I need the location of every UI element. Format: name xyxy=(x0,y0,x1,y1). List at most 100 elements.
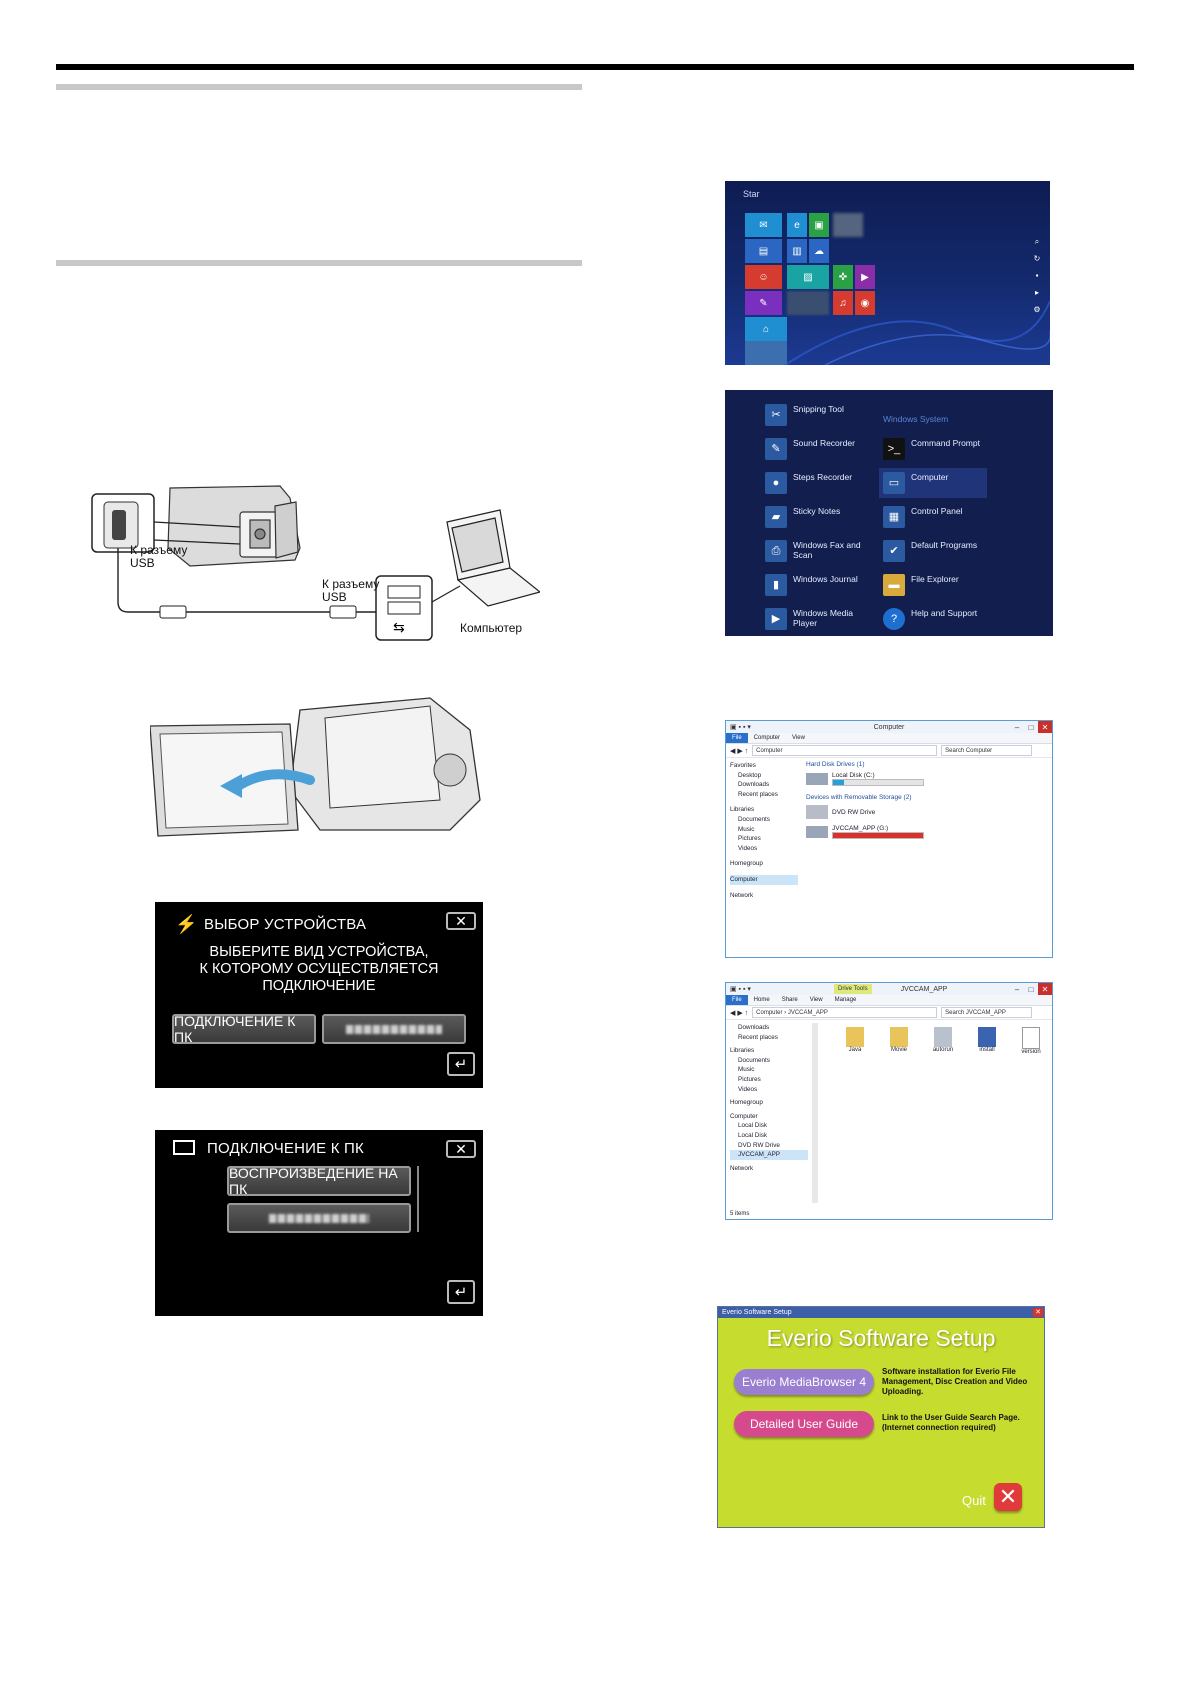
nav-item[interactable]: Homegroup xyxy=(730,1099,763,1107)
close-button[interactable]: ✕ xyxy=(1038,721,1052,733)
nav-item[interactable]: Computer xyxy=(730,1112,758,1120)
quit-label[interactable]: Quit xyxy=(962,1493,986,1508)
close-button[interactable]: ✕ xyxy=(1033,1308,1043,1317)
settings-icon[interactable]: ⚙ xyxy=(1033,305,1041,314)
app-control-panel[interactable]: ▦Control Panel xyxy=(883,506,963,528)
camera-tile[interactable]: ◉ xyxy=(855,291,875,315)
app-file-explorer[interactable]: ▬File Explorer xyxy=(883,574,959,596)
ie-tile[interactable]: e xyxy=(787,213,807,237)
nav-item[interactable]: Desktop xyxy=(738,771,762,779)
file-item[interactable]: autorun xyxy=(928,1027,958,1055)
blurred-tile[interactable] xyxy=(833,213,863,237)
nav-item[interactable]: Libraries xyxy=(730,1047,755,1055)
app-computer[interactable]: ▭Computer xyxy=(883,472,948,494)
drive-local-disk[interactable]: Local Disk (C:) xyxy=(806,772,1046,786)
skydrive-tile[interactable]: ☁ xyxy=(809,239,829,263)
app-default-programs[interactable]: ✔Default Programs xyxy=(883,540,977,562)
app-windows-fax-and-scan[interactable]: ⎙Windows Fax and Scan xyxy=(765,540,863,562)
nav-item[interactable]: Local Disk xyxy=(738,1131,768,1139)
nav-item[interactable]: Favorites xyxy=(730,762,756,769)
address-bar[interactable]: Computer › JVCCAM_APP xyxy=(752,1007,938,1018)
ribbon-tab-share[interactable]: Share xyxy=(781,997,798,1003)
search-icon[interactable]: ⌕ xyxy=(1034,237,1040,246)
playback-on-pc-button[interactable]: ВОСПРОИЗВЕДЕНИЕ НА ПК xyxy=(227,1165,411,1197)
nav-item-selected[interactable]: JVCCAM_APP xyxy=(730,1150,808,1160)
app-sound-recorder[interactable]: ✎Sound Recorder xyxy=(765,438,855,460)
maximize-button[interactable]: □ xyxy=(1028,722,1034,732)
nav-item[interactable]: Libraries xyxy=(730,806,755,814)
close-button[interactable]: ✕ xyxy=(1038,983,1052,995)
file-item[interactable]: install xyxy=(972,1027,1002,1055)
file-item[interactable]: Movie xyxy=(884,1027,914,1055)
nav-item[interactable]: Recent places xyxy=(738,1033,778,1041)
nav-item[interactable]: Music xyxy=(738,825,755,833)
ribbon-tab-file[interactable]: File xyxy=(726,995,748,1005)
start-icon[interactable]: ▪ xyxy=(1035,271,1039,280)
pc-connect-button[interactable]: ПОДКЛЮЧЕНИЕ К ПК xyxy=(172,1013,316,1045)
music-tile[interactable]: ♫ xyxy=(833,291,853,315)
back-button[interactable]: ↵ xyxy=(447,1280,475,1304)
ribbon-tab-computer[interactable]: Computer xyxy=(753,735,781,741)
ribbon-tab-view[interactable]: View xyxy=(809,997,823,1003)
app-snipping-tool[interactable]: ✂Snipping Tool xyxy=(765,404,844,426)
games-tile[interactable]: ✜ xyxy=(833,265,853,289)
people-tile[interactable]: ☺ xyxy=(745,265,782,289)
nav-item[interactable]: Videos xyxy=(738,1085,758,1093)
desktop-tile[interactable]: ⌂ xyxy=(745,317,787,341)
nav-scrollbar[interactable] xyxy=(812,1023,818,1203)
ribbon-tab-manage[interactable]: Manage xyxy=(834,997,857,1003)
devices-icon[interactable]: ▸ xyxy=(1034,288,1039,297)
nav-item[interactable]: Homegroup xyxy=(730,860,763,868)
app-help-and-support[interactable]: ?Help and Support xyxy=(883,608,977,630)
app-sticky-notes[interactable]: ▰Sticky Notes xyxy=(765,506,840,528)
scrollbar[interactable] xyxy=(417,1166,419,1232)
nav-item[interactable]: Pictures xyxy=(738,1075,761,1083)
minimize-button[interactable]: – xyxy=(1014,984,1020,994)
app-windows-journal[interactable]: ▮Windows Journal xyxy=(765,574,858,596)
video-tile[interactable]: ▶ xyxy=(855,265,875,289)
nav-item[interactable]: Music xyxy=(738,1066,755,1074)
search-input[interactable]: Search JVCCAM_APP xyxy=(941,1007,1033,1018)
ribbon-tab-view[interactable]: View xyxy=(792,735,805,741)
other-device-button[interactable] xyxy=(322,1014,466,1044)
quick-access-icons[interactable]: ▣ ▪ ▪ ▾ xyxy=(730,724,751,731)
nav-item[interactable]: DVD RW Drive xyxy=(738,1141,780,1149)
close-button[interactable]: ✕ xyxy=(446,1140,476,1158)
nav-item[interactable]: Local Disk xyxy=(738,1122,768,1130)
drive-jvccam-app[interactable]: JVCCAM_APP (G:) xyxy=(806,825,1046,839)
charms-bar[interactable]: ⌕ ↻ ▪ ▸ ⚙ xyxy=(1032,233,1042,318)
nav-item[interactable]: Recent places xyxy=(738,790,778,798)
nav-item[interactable]: Downloads xyxy=(738,1024,770,1031)
nav-item[interactable]: Network xyxy=(730,1164,754,1172)
nav-item[interactable]: Videos xyxy=(738,844,758,852)
file-item[interactable]: version xyxy=(1016,1027,1046,1055)
file-item[interactable]: Java xyxy=(840,1027,870,1055)
weather-tile[interactable] xyxy=(787,291,829,315)
share-icon[interactable]: ↻ xyxy=(1033,254,1041,263)
ribbon-tab-file[interactable]: File xyxy=(726,733,748,743)
maximize-button[interactable]: □ xyxy=(1028,984,1034,994)
nav-item[interactable]: Documents xyxy=(738,815,770,823)
user-guide-button[interactable]: Detailed User Guide xyxy=(734,1411,874,1437)
app-windows-media-player[interactable]: ▶Windows Media Player xyxy=(765,608,863,630)
other-option-button[interactable] xyxy=(227,1203,411,1233)
drive-dvd[interactable]: DVD RW Drive xyxy=(806,805,1046,819)
nav-arrows[interactable]: ◀ ▶ ↑ xyxy=(730,1009,749,1017)
app-command-prompt[interactable]: >_Command Prompt xyxy=(883,438,980,460)
quit-button[interactable]: ✕ xyxy=(994,1483,1022,1511)
mediabrowser-button[interactable]: Everio MediaBrowser 4 xyxy=(734,1369,874,1395)
address-bar[interactable]: Computer xyxy=(752,745,938,756)
drive-tools-tab[interactable]: Drive Tools xyxy=(834,984,872,994)
store-tile[interactable]: ▣ xyxy=(809,213,829,237)
ribbon-tab-home[interactable]: Home xyxy=(753,997,770,1003)
maps-tile[interactable] xyxy=(745,341,787,365)
nav-item[interactable]: Documents xyxy=(738,1056,770,1064)
nav-arrows[interactable]: ◀ ▶ ↑ xyxy=(730,747,749,755)
quick-access-icons[interactable]: ▣ ▪ ▪ ▾ xyxy=(730,986,751,993)
minimize-button[interactable]: – xyxy=(1014,722,1020,732)
close-button[interactable]: ✕ xyxy=(446,912,476,930)
nav-item[interactable]: Network xyxy=(730,891,754,899)
news-tile[interactable]: ▤ xyxy=(745,239,782,263)
nav-item[interactable]: Pictures xyxy=(738,835,761,843)
search-input[interactable]: Search Computer xyxy=(941,745,1033,756)
